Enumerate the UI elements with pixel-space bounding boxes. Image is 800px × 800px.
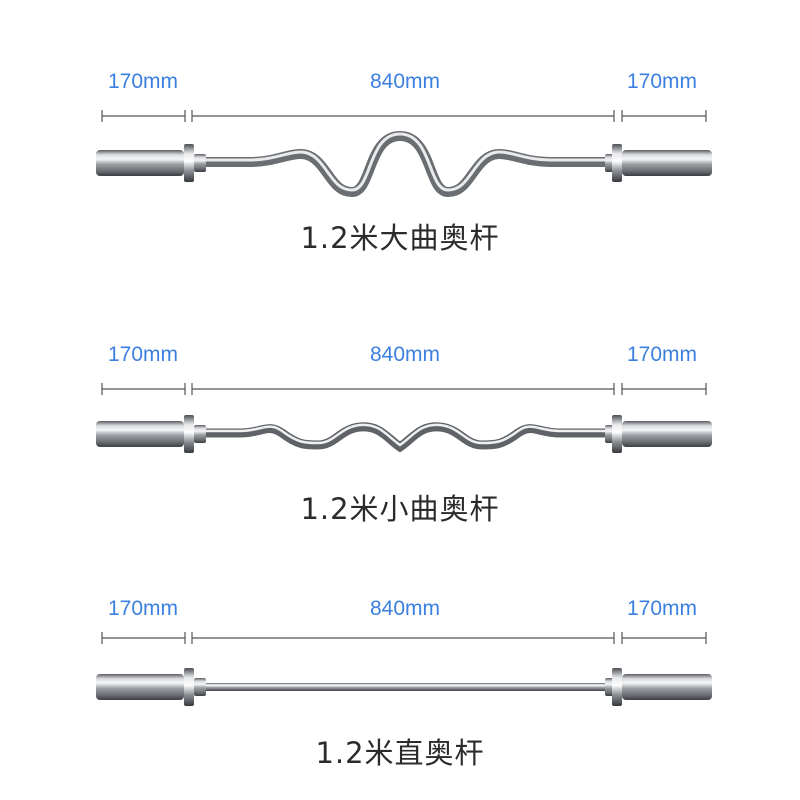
shaft-length: 840mm	[369, 343, 441, 366]
dimension-lines	[101, 110, 707, 122]
large-curl-bar-image	[96, 130, 712, 198]
bar-name: 1.2米大曲奥杆	[300, 221, 500, 255]
left-sleeve-length: 170mm	[107, 597, 179, 620]
bar-name: 1.2米直奥杆	[315, 736, 485, 770]
left-sleeve-length: 170mm	[107, 343, 179, 366]
bar-section-small-curl: 170mm 840mm 170mm 1.2米小曲奥杆	[0, 343, 800, 543]
right-sleeve-length: 170mm	[626, 70, 698, 93]
straight-bar-image	[96, 668, 712, 706]
left-sleeve-length: 170mm	[107, 70, 179, 93]
shaft-length: 840mm	[369, 70, 441, 93]
shaft-length: 840mm	[369, 597, 441, 620]
bar-name: 1.2米小曲奥杆	[300, 492, 500, 526]
dimension-lines	[101, 632, 707, 644]
dimension-lines	[101, 383, 707, 395]
bar-section-straight: 170mm 840mm 170mm 1.2米直奥杆	[0, 597, 800, 797]
small-curl-bar-image	[96, 415, 712, 453]
right-sleeve-length: 170mm	[626, 597, 698, 620]
bar-section-large-curl: 170mm 840mm 170mm 1.2米大曲奥杆	[0, 70, 800, 270]
right-sleeve-length: 170mm	[626, 343, 698, 366]
